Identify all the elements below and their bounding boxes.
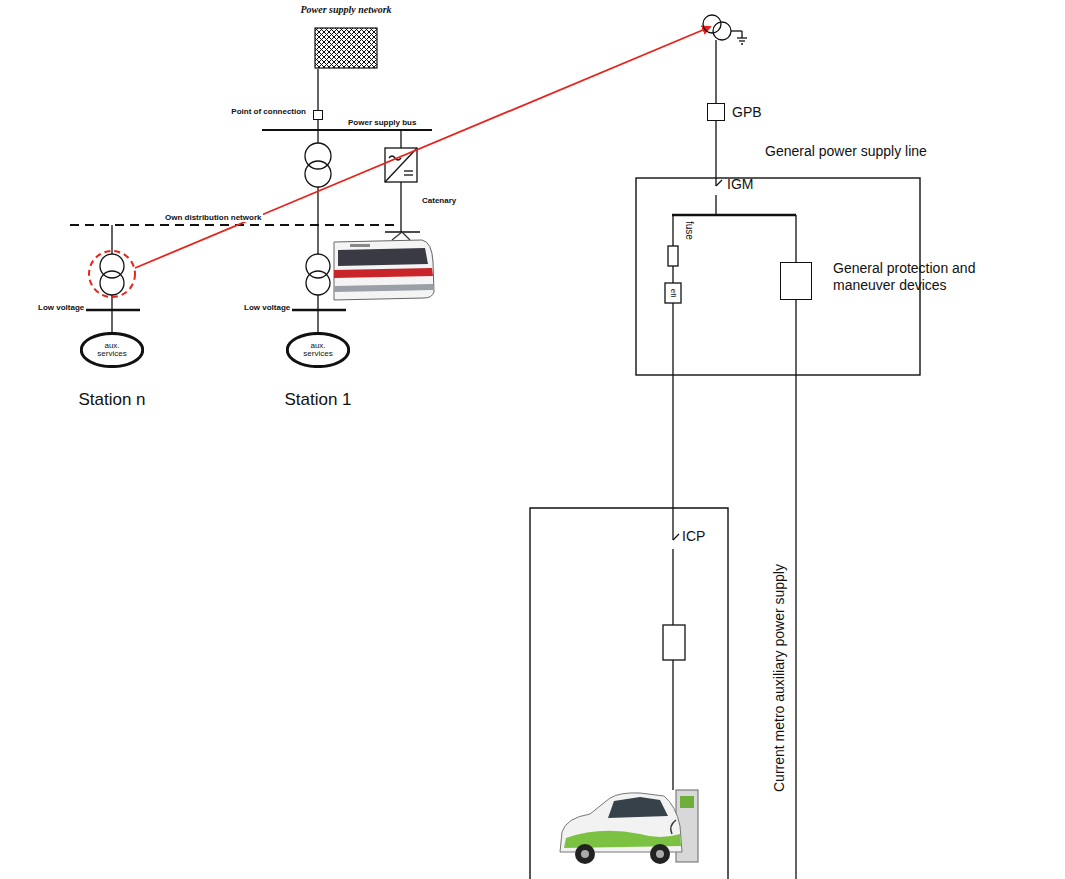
node-label: Power supply network xyxy=(286,4,406,15)
connection-point: Point of connection xyxy=(313,110,323,120)
supply-label: Current metro auxiliary power supply xyxy=(771,564,787,792)
aux-services-ellipse: aux. services xyxy=(80,332,144,368)
node-label: aux. services xyxy=(92,332,132,358)
aux-services-ellipse: aux. services xyxy=(286,332,350,368)
node-label: Point of connection xyxy=(231,107,306,116)
voltage-label: Low voltage xyxy=(38,303,84,312)
connector-line xyxy=(317,69,318,110)
fuse-label: fuse xyxy=(684,221,696,240)
bus-label: Power supply bus xyxy=(348,118,416,127)
tram-illustration xyxy=(334,232,434,300)
breaker-box: GPB xyxy=(707,103,725,121)
network-box: Power supply network xyxy=(286,4,406,70)
switch-label: IGM xyxy=(727,176,753,192)
protection-box: General protection and maneuver devices xyxy=(780,262,812,300)
hatched-network xyxy=(314,27,378,69)
node-label: aux. services xyxy=(298,332,338,358)
station-label: Station n xyxy=(78,390,145,410)
station-label: Station 1 xyxy=(284,390,351,410)
node-label: General protection and maneuver devices xyxy=(833,260,1011,294)
ev-car-illustration xyxy=(560,790,698,864)
voltage-label: Low voltage xyxy=(244,303,290,312)
switch-label: ICP xyxy=(682,528,705,544)
line-label: General power supply line xyxy=(765,143,927,159)
device-label: efi xyxy=(668,289,677,297)
node-label: GPB xyxy=(732,104,762,120)
catenary-label: Catenary xyxy=(422,196,456,205)
network-label: Own distribution network xyxy=(163,213,263,222)
